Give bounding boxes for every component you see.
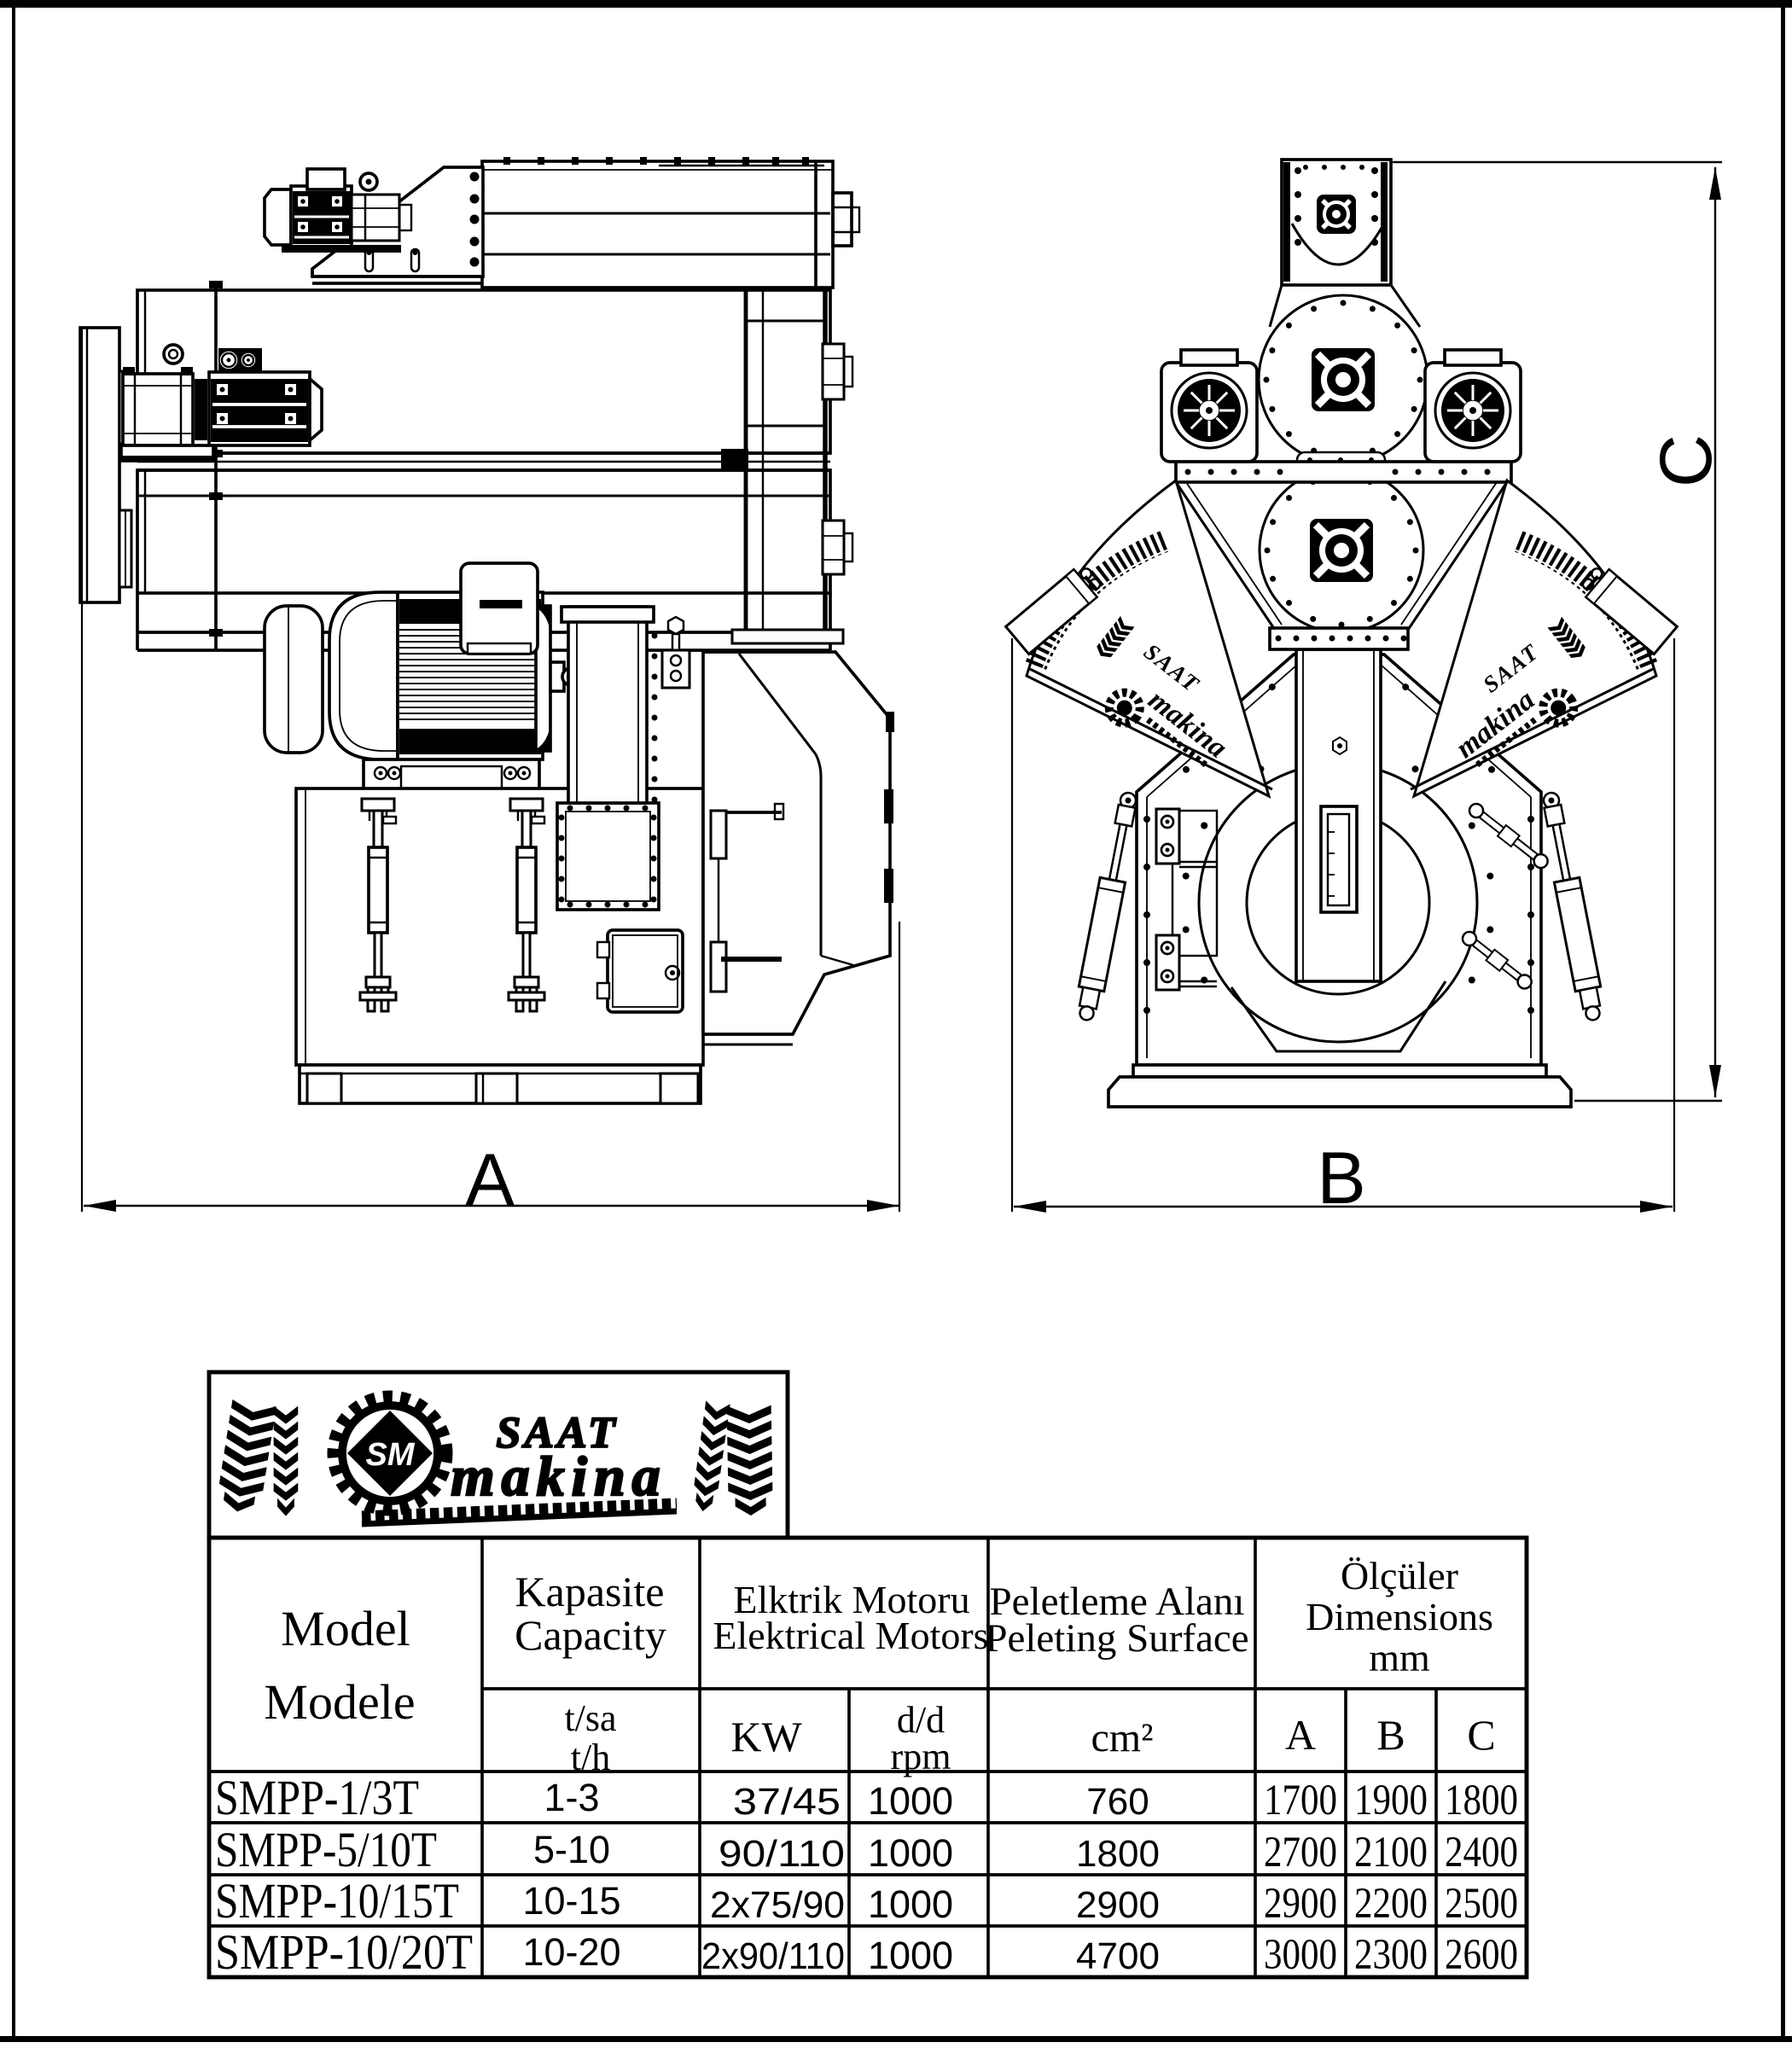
- svg-text:Peleting Surface: Peleting Surface: [985, 1616, 1248, 1661]
- svg-text:Peletleme Alanı: Peletleme Alanı: [990, 1580, 1245, 1624]
- svg-text:Model: Model: [281, 1601, 410, 1656]
- svg-text:Dimensions: Dimensions: [1306, 1595, 1493, 1638]
- svg-text:KW: KW: [730, 1713, 802, 1760]
- svg-text:B: B: [1317, 1137, 1365, 1219]
- svg-text:4700: 4700: [1076, 1935, 1160, 1977]
- svg-text:1-3: 1-3: [544, 1776, 599, 1819]
- svg-text:Kapasite: Kapasite: [515, 1568, 665, 1615]
- svg-text:C: C: [1645, 434, 1727, 487]
- svg-text:mm: mm: [1369, 1636, 1430, 1679]
- svg-text:2100: 2100: [1354, 1829, 1428, 1876]
- svg-text:37/45: 37/45: [733, 1781, 841, 1823]
- svg-text:SMPP-10/15T: SMPP-10/15T: [215, 1873, 459, 1929]
- svg-text:10-20: 10-20: [522, 1930, 620, 1974]
- svg-text:makina: makina: [451, 1446, 666, 1508]
- svg-text:90/110: 90/110: [719, 1833, 845, 1875]
- svg-text:Elktrik Motoru: Elktrik Motoru: [733, 1578, 969, 1621]
- svg-text:A: A: [1285, 1711, 1316, 1759]
- svg-text:SM: SM: [366, 1437, 416, 1473]
- svg-text:2900: 2900: [1076, 1884, 1160, 1926]
- svg-text:SMPP-1/3T: SMPP-1/3T: [215, 1770, 419, 1825]
- svg-text:2700: 2700: [1264, 1829, 1337, 1876]
- svg-text:t/h: t/h: [571, 1737, 610, 1778]
- svg-text:2200: 2200: [1354, 1880, 1428, 1928]
- svg-text:2500: 2500: [1445, 1880, 1518, 1928]
- svg-text:1000: 1000: [868, 1779, 953, 1823]
- svg-text:B: B: [1376, 1711, 1405, 1759]
- svg-text:10-15: 10-15: [522, 1879, 620, 1923]
- svg-text:d/d: d/d: [897, 1699, 945, 1741]
- svg-text:3000: 3000: [1264, 1931, 1337, 1979]
- svg-text:1000: 1000: [868, 1882, 953, 1926]
- svg-text:A: A: [465, 1139, 515, 1221]
- svg-text:2600: 2600: [1445, 1931, 1518, 1979]
- svg-text:rpm: rpm: [891, 1736, 951, 1777]
- svg-text:t/sa: t/sa: [564, 1697, 616, 1739]
- svg-text:1000: 1000: [868, 1831, 953, 1875]
- svg-text:1000: 1000: [868, 1934, 953, 1977]
- svg-text:SMPP-10/20T: SMPP-10/20T: [215, 1924, 473, 1980]
- svg-text:SMPP-5/10T: SMPP-5/10T: [215, 1822, 437, 1877]
- svg-text:Ölçüler: Ölçüler: [1341, 1554, 1458, 1597]
- svg-text:1700: 1700: [1264, 1777, 1337, 1824]
- svg-text:cm²: cm²: [1091, 1715, 1153, 1760]
- svg-text:Modele: Modele: [264, 1674, 415, 1730]
- svg-text:SAAT: SAAT: [496, 1409, 618, 1457]
- svg-text:C: C: [1467, 1711, 1495, 1759]
- svg-text:Elektrical Motors: Elektrical Motors: [713, 1614, 988, 1657]
- svg-text:1800: 1800: [1076, 1833, 1160, 1875]
- svg-text:1800: 1800: [1445, 1777, 1518, 1824]
- svg-text:2x75/90: 2x75/90: [710, 1884, 845, 1926]
- svg-text:2300: 2300: [1354, 1931, 1428, 1979]
- svg-text:2900: 2900: [1264, 1880, 1337, 1928]
- svg-text:760: 760: [1086, 1781, 1149, 1823]
- svg-text:Capacity: Capacity: [515, 1611, 666, 1659]
- svg-text:2400: 2400: [1445, 1829, 1518, 1876]
- svg-text:2x90/110: 2x90/110: [701, 1935, 845, 1977]
- svg-text:1900: 1900: [1354, 1777, 1428, 1824]
- svg-text:5-10: 5-10: [533, 1828, 610, 1871]
